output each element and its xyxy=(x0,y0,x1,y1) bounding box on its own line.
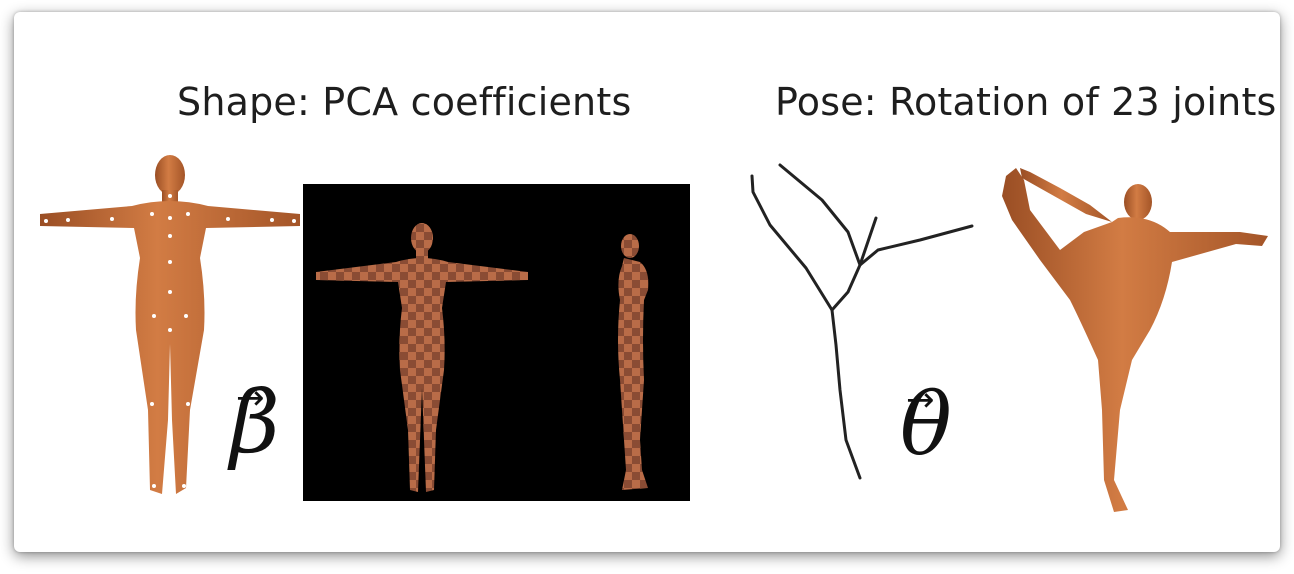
vector-arrow: → xyxy=(906,380,935,420)
vector-arrow: → xyxy=(236,378,265,418)
mesh-render-panel xyxy=(303,184,690,501)
beta-symbol: → β xyxy=(230,380,280,466)
theta-symbol: → θ xyxy=(900,382,952,468)
posed-body xyxy=(1002,168,1268,512)
